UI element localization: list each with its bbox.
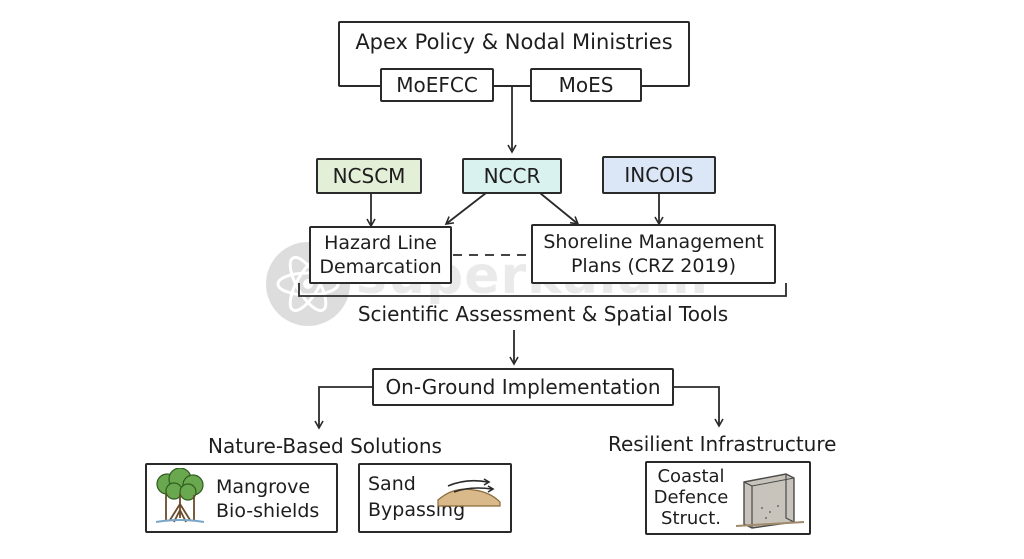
infrastructure-title: Resilient Infrastructure (608, 432, 837, 456)
ministry-moes: MoES (558, 73, 614, 97)
institute-incois-box (602, 156, 716, 194)
hazard-line-text-1: Hazard Line (324, 232, 437, 254)
ministry-moefcc-box (380, 68, 494, 102)
shoreline-text-1: Shoreline Management (543, 231, 764, 253)
coastal-defence-label: Coastal Defence Struct. (650, 466, 732, 529)
institute-nccr-box (462, 158, 562, 194)
tools-caption: Scientific Assessment & Spatial Tools (357, 302, 729, 326)
coastal-text-3: Struct. (661, 508, 721, 529)
sand-text-1: Sand (368, 473, 416, 495)
shoreline-plans-label: Shoreline Management Plans (CRZ 2019) (531, 230, 776, 278)
seawall-icon (735, 473, 805, 529)
coastal-text-1: Coastal (657, 466, 725, 487)
implementation-box (372, 368, 674, 406)
ministry-moefcc: MoEFCC (396, 73, 478, 97)
institute-ncscm: NCSCM (332, 164, 406, 188)
institute-nccr: NCCR (483, 164, 541, 188)
mangrove-label: Mangrove Bio-shields (216, 475, 319, 523)
hazard-line-text-2: Demarcation (319, 256, 442, 278)
sand-bypassing-icon (437, 478, 501, 507)
institute-incois: INCOIS (624, 163, 694, 187)
mangrove-text-1: Mangrove (216, 476, 311, 498)
hazard-line-label: Hazard Line Demarcation (309, 231, 452, 279)
shoreline-plans-box (531, 224, 776, 284)
implementation-label: On-Ground Implementation (385, 375, 661, 399)
mangrove-icon (155, 468, 205, 523)
institute-ncscm-box (316, 158, 422, 194)
nature-based-title: Nature-Based Solutions (208, 434, 442, 458)
coastal-text-2: Defence (653, 487, 729, 508)
shoreline-text-2: Plans (CRZ 2019) (570, 255, 737, 277)
apex-title: Apex Policy & Nodal Ministries (355, 30, 673, 54)
hazard-line-box (309, 226, 452, 284)
ministry-moes-box (530, 68, 642, 102)
mangrove-text-2: Bio-shields (216, 500, 320, 522)
